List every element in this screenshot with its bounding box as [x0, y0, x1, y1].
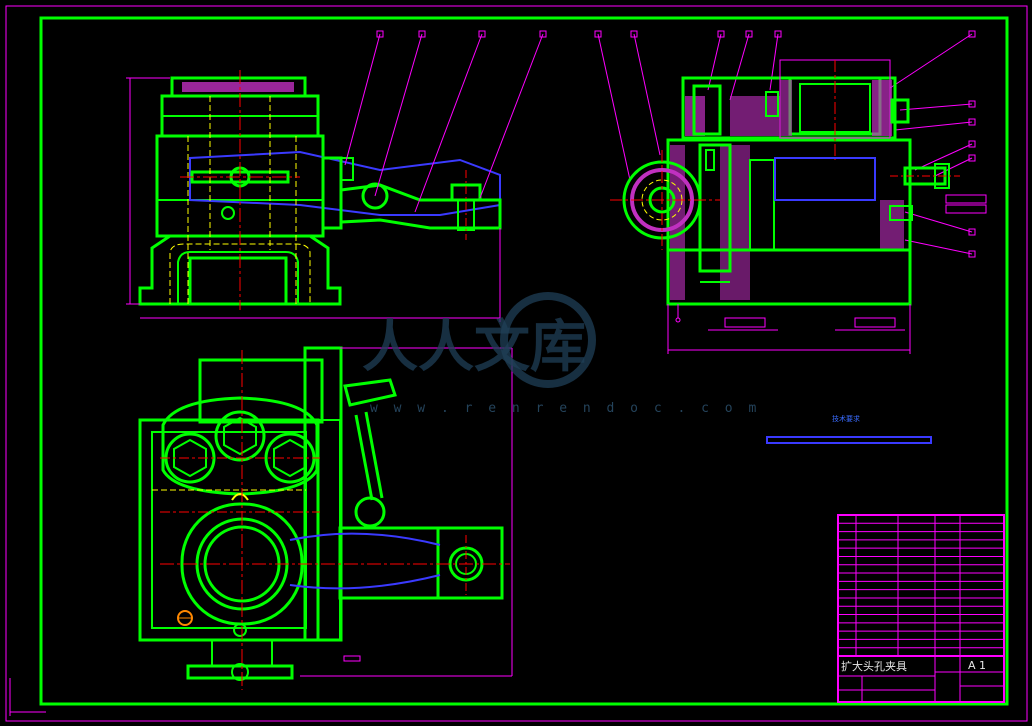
side-section-view: [610, 59, 987, 354]
watermark-url: w w w . r e n r e n d o c . c o m: [370, 401, 760, 416]
drawing-title: 扩大头孔夹具: [841, 659, 907, 673]
title-block: 扩大头孔夹具 A 1: [837, 514, 1005, 703]
watermark-text: 人人文库: [362, 315, 586, 380]
watermark-logo-ring: [500, 292, 596, 388]
top-view: [138, 346, 513, 690]
technical-note: 技术要求: [766, 414, 932, 444]
technical-note-title: 技术要求: [832, 414, 860, 423]
sheet-size: A 1: [968, 659, 986, 672]
outer-border: [5, 5, 1028, 722]
part-leaders: [344, 30, 976, 258]
drawing-frame: [39, 16, 1009, 706]
front-view: [126, 70, 502, 322]
watermark: 人人文库 w w w . r e n r e n d o c . c o m: [362, 292, 760, 416]
